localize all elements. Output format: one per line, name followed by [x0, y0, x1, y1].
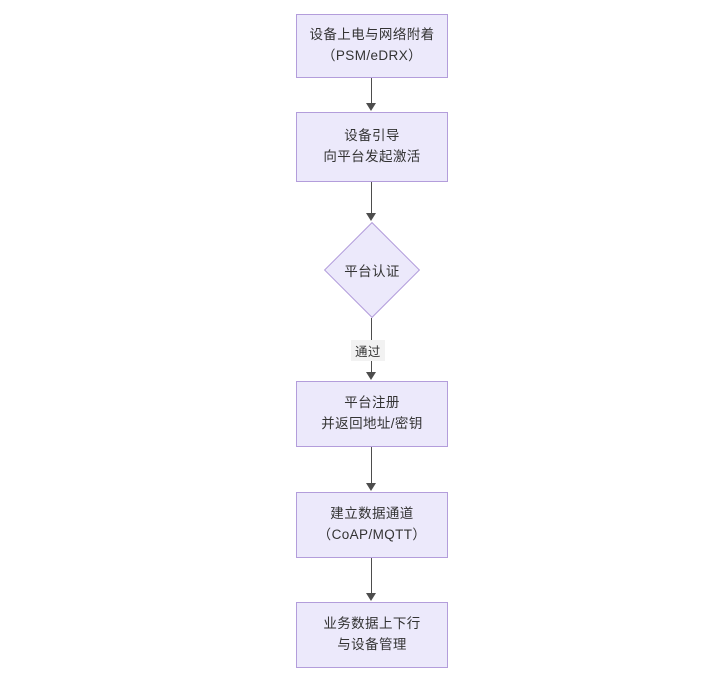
arrow-head-icon — [366, 593, 376, 601]
node-channel-line-2: （CoAP/MQTT） — [317, 527, 427, 542]
edge-register-to-channel — [371, 447, 372, 484]
arrow-head-icon — [366, 103, 376, 111]
node-register-line-2: 并返回地址/密钥 — [321, 416, 423, 431]
node-bootstrap-line-2: 向平台发起激活 — [323, 149, 421, 164]
flow-node-platform-auth[interactable]: 平台认证 — [323, 221, 421, 319]
node-business-line-1: 业务数据上下行 — [323, 616, 421, 632]
edge-channel-to-business — [371, 558, 372, 594]
flow-node-data-channel[interactable]: 建立数据通道 （CoAP/MQTT） — [296, 492, 448, 558]
arrow-head-icon — [366, 372, 376, 380]
edge-power-to-bootstrap — [371, 78, 372, 104]
node-register-line-1: 平台注册 — [344, 395, 400, 411]
edge-label-pass: 通过 — [351, 340, 385, 361]
node-power-line-1: 设备上电与网络附着 — [309, 27, 435, 43]
edge-bootstrap-to-auth — [371, 182, 372, 214]
node-auth-label: 平台认证 — [344, 264, 400, 279]
node-channel-line-1: 建立数据通道 — [330, 506, 414, 522]
flow-node-power-on[interactable]: 设备上电与网络附着 （PSM/eDRX） — [296, 14, 448, 78]
arrow-head-icon — [366, 483, 376, 491]
node-business-line-2: 与设备管理 — [337, 637, 407, 652]
flow-node-platform-register[interactable]: 平台注册 并返回地址/密钥 — [296, 381, 448, 447]
flow-node-business-data[interactable]: 业务数据上下行 与设备管理 — [296, 602, 448, 668]
arrow-head-icon — [366, 213, 376, 221]
node-power-line-2: （PSM/eDRX） — [321, 48, 423, 63]
node-bootstrap-line-1: 设备引导 — [344, 128, 400, 144]
flow-node-bootstrap[interactable]: 设备引导 向平台发起激活 — [296, 112, 448, 182]
